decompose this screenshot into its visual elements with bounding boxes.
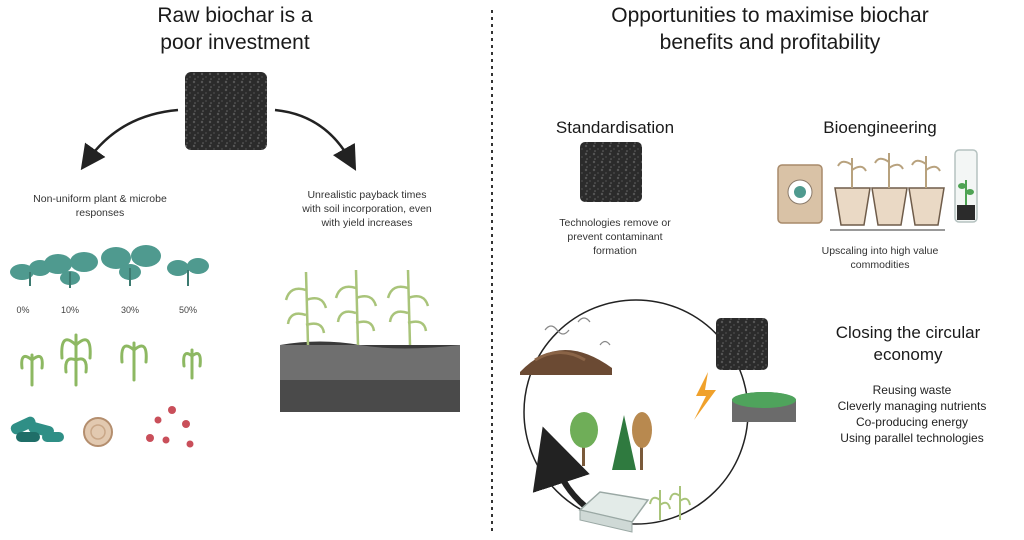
right-title-line-2: benefits and profitability — [659, 31, 881, 54]
bioengineering-heading: Bioengineering — [823, 118, 937, 137]
left-title-line-1: Raw biochar is a — [157, 4, 313, 27]
standardisation-heading: Standardisation — [555, 118, 675, 137]
branch-right-line-3: with yield increases — [321, 217, 413, 229]
biochar-block-cycle — [716, 318, 768, 370]
left-title: Raw biochar is a poor investment — [115, 2, 355, 56]
branch-left-line-1: Non-uniform plant & microbe — [33, 193, 167, 205]
arrow-right-branch — [274, 108, 357, 171]
pct-label-50: 50% — [178, 305, 197, 315]
compost-heap — [520, 317, 612, 375]
standardisation-line-2: prevent contaminant — [567, 231, 663, 243]
field-mound — [732, 392, 796, 422]
wilt-plant-1 — [20, 353, 44, 387]
right-title-line-1: Opportunities to maximise biochar — [611, 4, 929, 27]
circular-items: Reusing waste Cleverly managing nutrient… — [812, 382, 1012, 446]
circular-heading: Closing the circular economy — [808, 322, 1008, 366]
bioengineering-text: Upscaling into high value commodities — [790, 244, 970, 272]
left-title-line-2: poor investment — [160, 31, 310, 54]
bacteria-cluster — [10, 416, 64, 442]
circular-item-reusing-waste: Reusing waste — [872, 383, 952, 397]
pct-label-0: 0% — [16, 305, 30, 315]
bioengineering-line-1: Upscaling into high value — [821, 245, 939, 257]
fungal-cell — [83, 417, 113, 447]
forest-trees — [570, 412, 652, 470]
right-title: Opportunities to maximise biochar benefi… — [530, 2, 1010, 56]
microbe-row — [10, 406, 194, 448]
pct-label-30: 30% — [120, 305, 139, 315]
wilt-plant-4 — [182, 348, 202, 380]
circular-heading-line-2: economy — [873, 345, 943, 364]
greenhouse — [578, 491, 650, 533]
spore-cluster — [146, 406, 194, 448]
culture-tube — [954, 149, 978, 223]
branch-right-line-1: Unrealistic payback times — [307, 189, 427, 201]
arrow-left-branch — [80, 108, 179, 171]
plant-response-row — [10, 245, 209, 288]
bioengineering-illustration — [777, 149, 978, 231]
plant-30pct — [101, 245, 161, 286]
circular-economy-cycle — [520, 299, 796, 533]
bioengineering-line-2: commodities — [850, 259, 910, 271]
branch-left-text: Non-uniform plant & microbe responses — [0, 192, 200, 220]
standardisation-text: Technologies remove or prevent contamina… — [520, 216, 710, 258]
circular-heading-line-1: Closing the circular — [835, 323, 981, 342]
branch-right-line-2: with soil incorporation, even — [302, 203, 432, 215]
wilt-plant-3 — [120, 341, 148, 382]
crop-soil-profile — [280, 269, 460, 412]
biochar-block-standardisation — [580, 142, 642, 202]
biochar-block-main — [185, 72, 267, 150]
branch-left-line-2: responses — [75, 207, 125, 219]
branch-right-text: Unrealistic payback times with soil inco… — [262, 188, 472, 230]
circular-item-energy: Co-producing energy — [855, 415, 969, 429]
young-crops — [649, 486, 691, 520]
plant-50pct — [167, 258, 209, 286]
circular-item-nutrients: Cleverly managing nutrients — [837, 399, 987, 413]
corn-plants — [284, 269, 430, 346]
energy-bolt-icon — [694, 372, 716, 420]
circular-item-parallel-tech: Using parallel technologies — [840, 431, 984, 445]
wilt-plant-2 — [60, 333, 92, 387]
standardisation-line-3: formation — [593, 245, 637, 257]
wilting-plant-row — [20, 333, 202, 387]
standardisation-line-1: Technologies remove or — [559, 217, 671, 229]
seedling-pots — [830, 153, 945, 231]
biochar-bag — [777, 164, 823, 224]
pct-label-10: 10% — [60, 305, 79, 315]
plant-10pct — [44, 252, 98, 288]
